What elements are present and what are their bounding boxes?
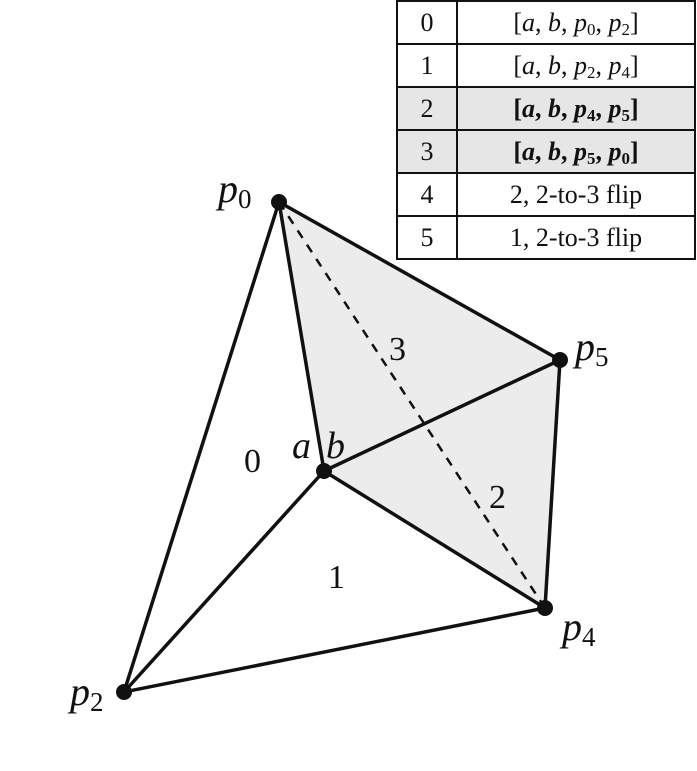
edge-p0-p4-dashed <box>277 201 547 609</box>
label-p2: p2 <box>67 669 104 717</box>
label-p4: p4 <box>559 604 596 652</box>
tetrahedra-table-wrapper: 0[a, b, p0, p2]1[a, b, p2, p4]2[a, b, p4… <box>396 0 696 260</box>
edge-p5-ab <box>322 358 562 473</box>
vertex-p4 <box>537 600 553 616</box>
shaded-region <box>279 202 560 608</box>
table-row: 1[a, b, p2, p4] <box>396 43 696 88</box>
table-row: 2[a, b, p4, p5] <box>396 86 696 131</box>
edge-p5-p4 <box>543 358 562 610</box>
row-content: [a, b, p0, p2] <box>456 0 696 45</box>
label-b: b <box>326 425 345 467</box>
row-index: 3 <box>396 129 458 174</box>
row-content: [a, b, p2, p4] <box>456 43 696 88</box>
vertex-ab <box>316 463 332 479</box>
label-a: a <box>292 425 311 467</box>
row-content: [a, b, p5, p0] <box>456 129 696 174</box>
vertex-p0 <box>271 194 287 210</box>
edge-p0-ab <box>277 200 326 473</box>
row-index: 1 <box>396 43 458 88</box>
edge-p2-p4 <box>122 606 547 694</box>
label-p0: p0 <box>215 166 252 214</box>
edge-p0-p5 <box>277 200 562 362</box>
edge-p0-p2 <box>122 200 281 694</box>
region-label-0: 0 <box>244 443 261 480</box>
edge-ab-p2 <box>122 469 326 694</box>
vertex-p5 <box>552 352 568 368</box>
row-content: [a, b, p4, p5] <box>456 86 696 131</box>
row-content: 1, 2-to-3 flip <box>456 215 696 260</box>
row-index: 4 <box>396 172 458 217</box>
row-index: 0 <box>396 0 458 45</box>
row-index: 2 <box>396 86 458 131</box>
label-p5: p5 <box>572 324 609 372</box>
region-label-3: 3 <box>389 331 406 368</box>
row-index: 5 <box>396 215 458 260</box>
table-row: 3[a, b, p5, p0] <box>396 129 696 174</box>
row-content: 2, 2-to-3 flip <box>456 172 696 217</box>
region-label-1: 1 <box>328 559 345 596</box>
tetrahedra-table: 0[a, b, p0, p2]1[a, b, p2, p4]2[a, b, p4… <box>396 0 696 260</box>
region-label-2: 2 <box>489 479 506 516</box>
vertex-p2 <box>116 684 132 700</box>
edge-ab-p4 <box>322 469 547 610</box>
table-row: 0[a, b, p0, p2] <box>396 0 696 45</box>
